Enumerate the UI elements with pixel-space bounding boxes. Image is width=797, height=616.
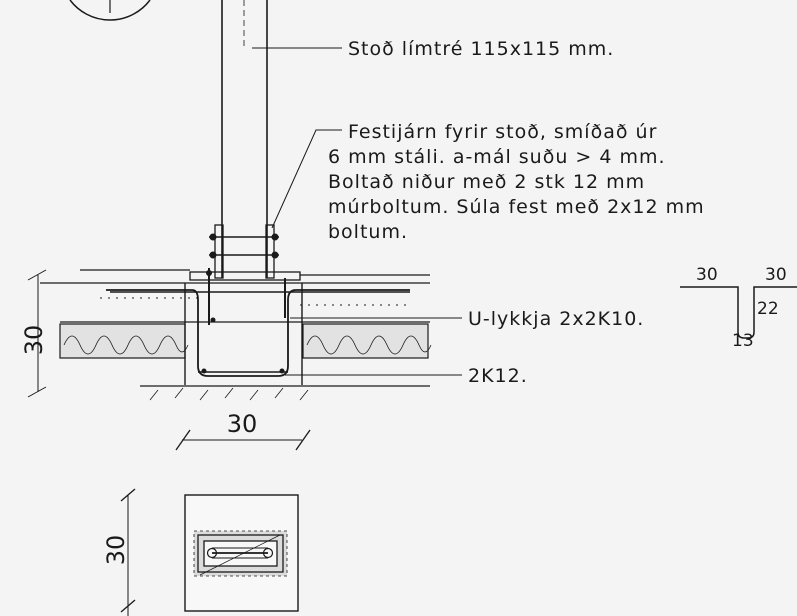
bracket-note-line-4: múrboltum. Súla fest með 2x12 mm (328, 196, 705, 218)
width-dimension: 30 (175, 410, 311, 451)
bracket-note-line-5: boltum. (328, 221, 408, 243)
u-bar-shape-detail: 30 30 22 13 (680, 265, 797, 351)
section-marker-circle (69, 0, 151, 21)
depth-dimension: 30 (20, 269, 48, 398)
plan-dimension: 30 (102, 488, 136, 616)
insulation-right (302, 323, 432, 359)
floor-slab (40, 269, 430, 323)
glulam-post (221, 0, 268, 278)
bracket-note: Festijárn fyrir stoð, smíðað úr 6 mm stá… (328, 121, 705, 243)
post-note: Stoð límtré 115x115 mm. (348, 38, 614, 60)
ubar-height-label: 22 (757, 299, 779, 319)
bars-note: 2K12. (468, 365, 528, 387)
insulation-left (59, 323, 189, 359)
ubar-width-label: 13 (732, 331, 754, 351)
bracket-note-line-2: 6 mm stáli. a-mál suðu > 4 mm. (328, 146, 666, 168)
steel-bracket (189, 224, 301, 325)
plan-dim-label: 30 (102, 535, 130, 566)
u-loop-reinforcement (106, 289, 410, 377)
plan-view (184, 494, 299, 612)
concrete-footing (140, 283, 430, 401)
u-loop-note: U-lykkja 2x2K10. (468, 308, 644, 330)
bracket-note-line-3: Boltað niður með 2 stk 12 mm (328, 171, 645, 193)
depth-dim-label: 30 (20, 325, 48, 356)
width-dim-label: 30 (227, 410, 258, 438)
leader-lines (252, 47, 462, 376)
ubar-leg-left-label: 30 (696, 265, 718, 285)
ubar-leg-right-label: 30 (765, 265, 787, 285)
bracket-note-line-1: Festijárn fyrir stoð, smíðað úr (348, 121, 657, 143)
